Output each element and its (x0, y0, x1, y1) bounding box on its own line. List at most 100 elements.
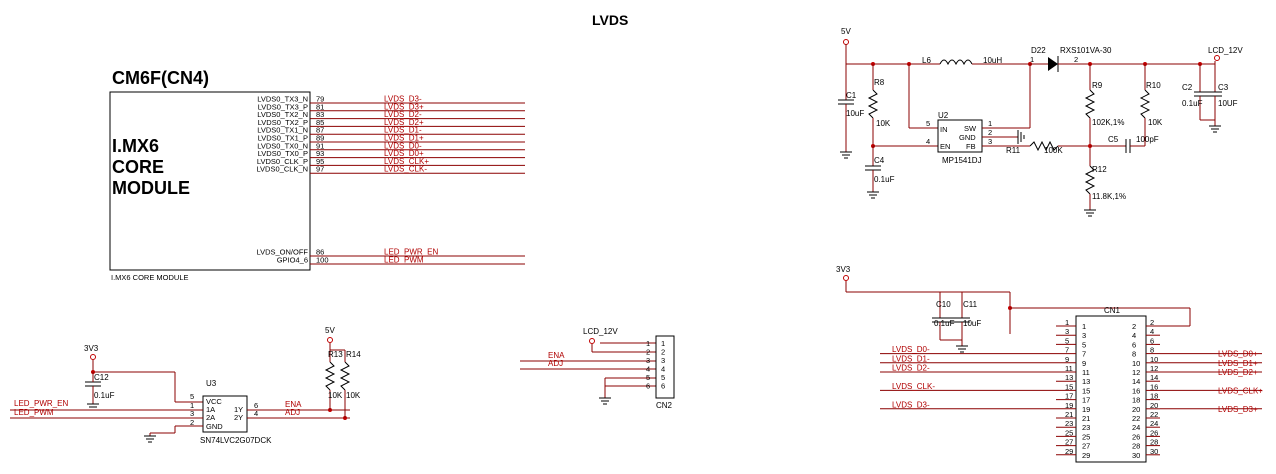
boost-converter: 5V C1 10uF R8 10K C4 0.1uF L6 (838, 27, 1243, 217)
cn1-right-index: 26 (1132, 432, 1140, 441)
cn1-left-net: LVDS_D2- (892, 364, 930, 373)
cn1-left-pin: 19 (1065, 401, 1073, 410)
cn1-left-index: 5 (1082, 340, 1086, 349)
cm6f-pin-number: 85 (316, 118, 324, 127)
svg-text:VCC: VCC (206, 397, 222, 406)
cm6f-pin-number: 93 (316, 149, 324, 158)
u3-box (202, 395, 248, 433)
cn1-right-pin: 28 (1150, 438, 1158, 447)
cm6f-pin-name: LVDS0_CLK_N (256, 165, 308, 174)
cm6f-pin-name: LVDS0_TX2_N (257, 110, 308, 119)
cn2-pin-number: 3 (646, 356, 650, 365)
r9-ref: R9 (1092, 81, 1103, 90)
cn1-supply: 3V3 (836, 265, 851, 274)
cn1-left-index: 9 (1082, 359, 1086, 368)
cn1-right-pin: 30 (1150, 447, 1158, 456)
r13-value: 10K (328, 391, 343, 400)
cn2-pin-index: 2 (661, 348, 665, 357)
svg-text:1A: 1A (206, 405, 215, 414)
cn1-right-pin: 24 (1150, 419, 1158, 428)
cn2-pin-index: 1 (661, 339, 665, 348)
cm6f-net-label: LVDS_D2+ (384, 118, 424, 127)
cm6f-footer: I.MX6 CORE MODULE (111, 273, 189, 282)
cn1-left-index: 11 (1082, 368, 1090, 377)
u3-ref: U3 (206, 379, 217, 388)
cn1-left-pin: 3 (1065, 327, 1069, 336)
cn1-left-pin: 25 (1065, 428, 1073, 437)
cn1-right-index: 12 (1132, 368, 1140, 377)
r11-ref: R11 (1006, 146, 1021, 155)
r10-ref: R10 (1146, 81, 1161, 90)
cn1-right-net: LVDS_D1+ (1218, 359, 1258, 368)
cn1-right-net: LVDS_D2+ (1218, 368, 1258, 377)
c12-value: 0.1uF (94, 391, 115, 400)
c5-ref: C5 (1108, 135, 1119, 144)
cn1-left-pin: 9 (1065, 355, 1069, 364)
cn1-right-net: LVDS_D0+ (1218, 350, 1258, 359)
vin-label: 5V (841, 27, 851, 36)
cn1-right-pin: 6 (1150, 336, 1154, 345)
svg-text:5: 5 (190, 392, 194, 401)
cn1-left-pin: 1 (1065, 318, 1069, 327)
u3-out-1: ENA (285, 400, 302, 409)
c11-ref: C11 (963, 300, 978, 309)
svg-text:2Y: 2Y (234, 413, 243, 422)
cn1-left-net: LVDS_D3- (892, 400, 930, 409)
cm6f-pin-name: LVDS0_TX3_P (258, 102, 308, 111)
cm6f-box (109, 91, 311, 271)
cn2-pin-number: 5 (646, 373, 650, 382)
cn1-right-index: 10 (1132, 359, 1140, 368)
cn2-net-adj: ADJ (548, 359, 563, 368)
cn1-left-index: 21 (1082, 414, 1090, 423)
cn2-ref: CN2 (656, 401, 673, 410)
cn1-left-pin: 13 (1065, 373, 1073, 382)
cn1-left-index: 29 (1082, 451, 1090, 460)
cn2-pin-index: 5 (661, 373, 665, 382)
svg-text:IN: IN (940, 125, 948, 134)
r14-value: 10K (346, 391, 361, 400)
c11-value: 10uF (963, 319, 981, 328)
cn2-pin-number: 2 (646, 348, 650, 357)
c5-value: 100pF (1136, 135, 1159, 144)
cm6f-pin-number: 87 (316, 126, 324, 135)
cm6f-net-label: LVDS_D3+ (384, 102, 424, 111)
cn1-right-pin: 16 (1150, 382, 1158, 391)
cn1-left-index: 13 (1082, 377, 1090, 386)
svg-text:4: 4 (926, 137, 930, 146)
cn1-left-pin: 11 (1065, 364, 1073, 373)
cm6f-net-label: LVDS_D1+ (384, 134, 424, 143)
svg-text:5: 5 (926, 119, 930, 128)
svg-text:6: 6 (254, 401, 258, 410)
cn2-pin-number: 1 (646, 339, 650, 348)
c4-ref: C4 (874, 156, 885, 165)
cm6f-pin-number: 81 (316, 102, 324, 111)
svg-text:FB: FB (966, 142, 976, 151)
c1-value: 10uF (846, 109, 864, 118)
core-line-1: I.MX6 (112, 136, 159, 156)
cm6f-net-label: LVDS_CLK+ (384, 157, 429, 166)
svg-text:GND: GND (959, 133, 976, 142)
vout-terminal (1214, 55, 1220, 61)
cm6f-pin-name: LVDS0_TX1_N (257, 126, 308, 135)
cn1-left-pin: 21 (1065, 410, 1073, 419)
cm6f-net-label: LVDS_CLK- (384, 165, 427, 174)
cm6f-net-label: LVDS_D0+ (384, 149, 424, 158)
u3-buffer: 3V3 C12 0.1uF U3 VCC 1A 2A GND 1Y 2Y 5 1… (10, 326, 361, 445)
cn1-right-pin: 4 (1150, 327, 1154, 336)
c3-value: 10UF (1218, 99, 1238, 108)
cn1-right-index: 24 (1132, 423, 1140, 432)
r12-ref: R12 (1092, 165, 1107, 174)
pullup-label: 5V (325, 326, 335, 335)
r8-value: 10K (876, 119, 891, 128)
cm6f-pin-name: LVDS0_TX1_P (258, 134, 308, 143)
u3-in-1: LED_PWR_EN (14, 399, 68, 408)
page-title: LVDS (592, 12, 628, 28)
cn1-right-pin: 14 (1150, 373, 1158, 382)
cn1-right-pin: 26 (1150, 428, 1158, 437)
r13-ref: R13 (328, 350, 343, 359)
cn1-left-index: 23 (1082, 423, 1090, 432)
cm6f-net-label: LVDS_D0- (384, 141, 422, 150)
